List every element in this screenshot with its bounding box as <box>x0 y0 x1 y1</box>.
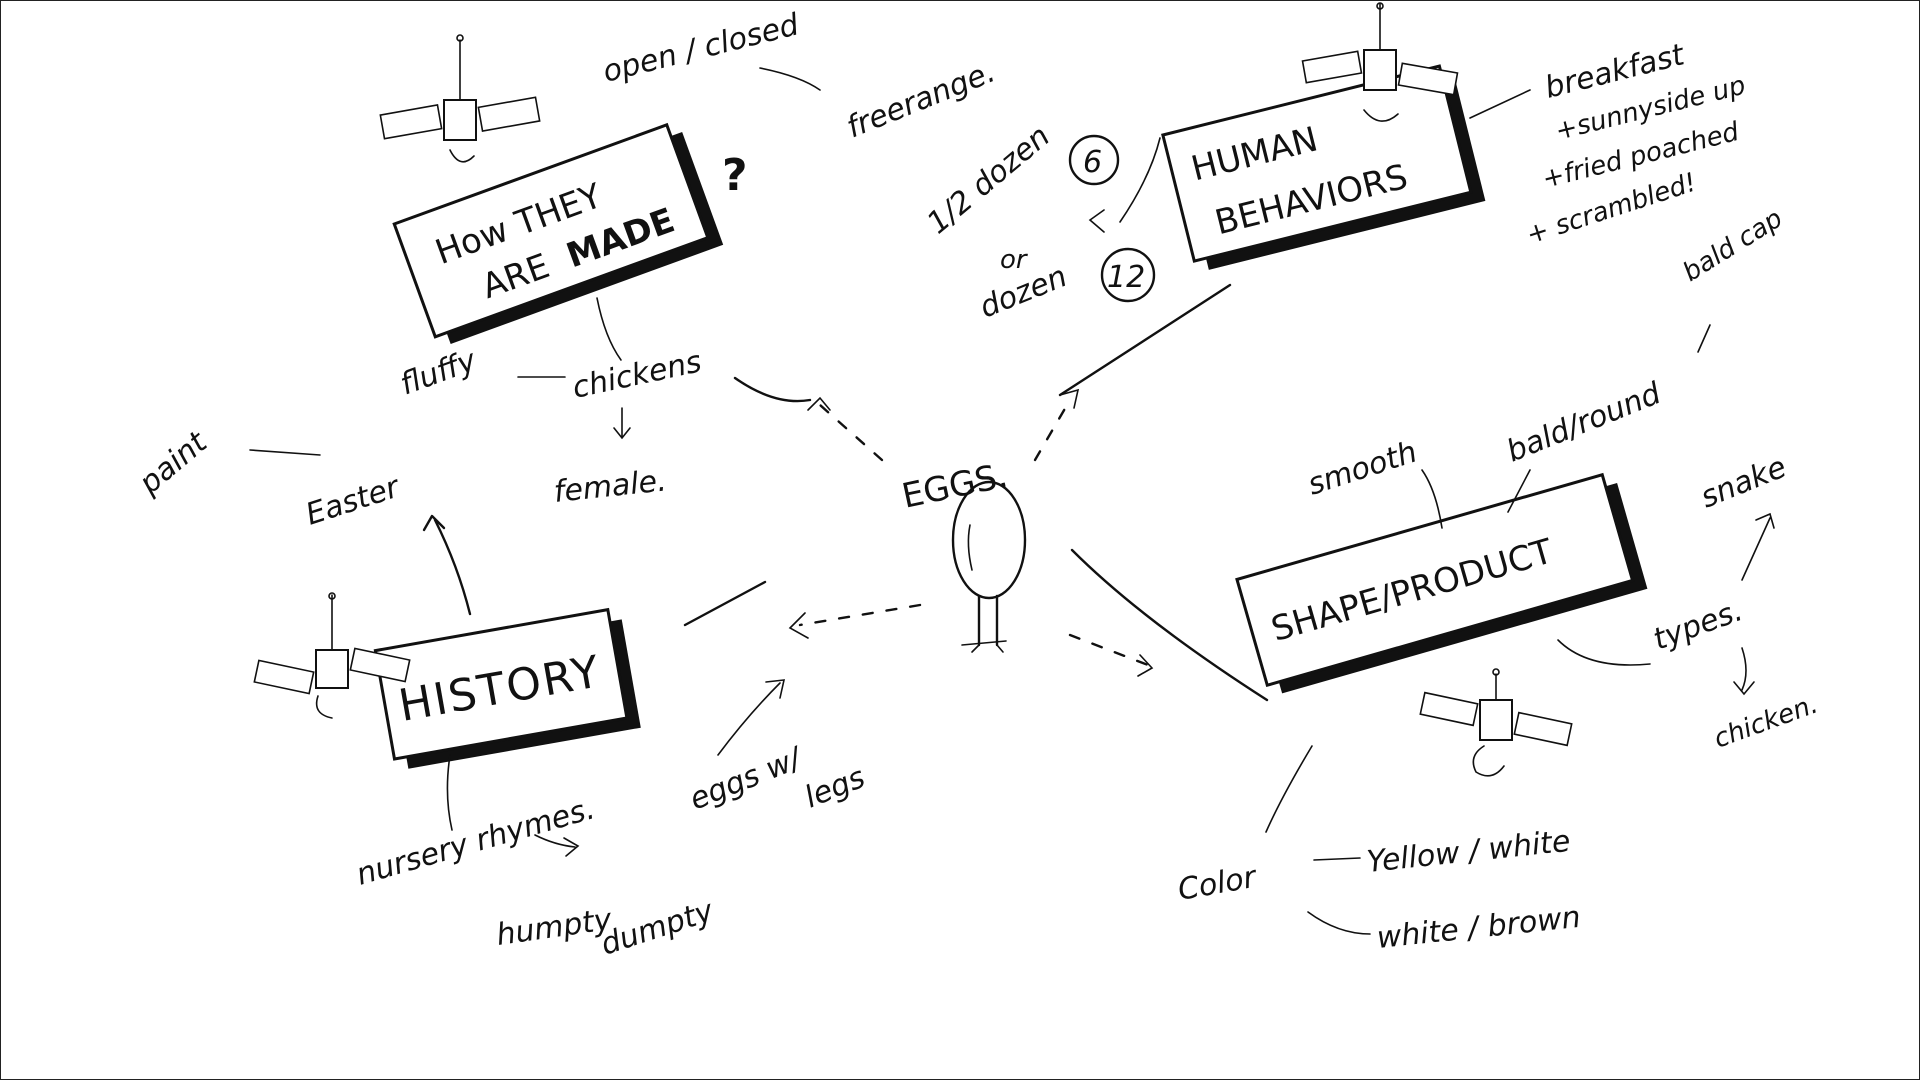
node-shape-product: SHAPE/PRODUCT <box>1235 472 1648 694</box>
line-open-closed <box>759 67 821 91</box>
line-nursery <box>446 754 453 831</box>
note-fluffy: fluffy <box>396 343 482 403</box>
line-chickens <box>596 297 622 361</box>
dashed-arrow-how-made <box>807 396 884 462</box>
connector-human <box>1058 283 1232 397</box>
connector-shape <box>1070 548 1269 702</box>
satellite-icon <box>379 34 541 163</box>
connector-how-made <box>733 376 812 403</box>
arrow-female <box>613 407 631 440</box>
question-mark: ? <box>722 150 750 201</box>
note-types: types. <box>1649 593 1748 657</box>
note-eggs-w: eggs w/ <box>685 740 809 817</box>
note-twelve: 12 <box>1107 260 1145 295</box>
note-nursery: nursery rhymes. <box>353 791 599 892</box>
note-white-brown: white / brown <box>1375 900 1582 956</box>
note-bald-cap: bald cap <box>1678 204 1788 288</box>
node-human-behaviors: HUMAN BEHAVIORS <box>1161 64 1486 270</box>
center-label: EGGS. <box>899 456 1012 517</box>
dashed-arrow-shape <box>1068 633 1154 677</box>
dashed-arrow-history <box>788 603 922 639</box>
note-chickens: chickens <box>569 344 704 405</box>
arrow-easter <box>422 514 472 616</box>
line-bald-cap <box>1697 324 1711 353</box>
note-six: 6 <box>1083 145 1102 180</box>
note-half-dozen: 1/2 dozen <box>921 119 1057 241</box>
arrow-eggs-w-legs <box>717 679 786 756</box>
arrow-chicken <box>1733 647 1755 696</box>
egg-figure <box>951 480 1027 653</box>
line-bald-round <box>1507 469 1531 513</box>
circle-six <box>1068 134 1120 186</box>
line-types <box>1557 639 1651 666</box>
note-dumpty: dumpty <box>597 893 719 962</box>
satellite-icon <box>253 592 411 719</box>
note-color: Color <box>1175 860 1260 908</box>
note-snake: snake <box>1696 450 1792 516</box>
note-female: female. <box>552 463 668 510</box>
note-yellow-white: Yellow / white <box>1365 824 1572 880</box>
note-smooth: smooth <box>1304 435 1422 503</box>
note-bald-round: bald/round <box>1502 376 1667 470</box>
connector-history <box>683 580 767 627</box>
line-yellow-white <box>1313 857 1361 861</box>
arrow-snake <box>1741 512 1775 581</box>
note-open-closed: open / closed <box>599 7 803 90</box>
note-free-range: freerange. <box>842 54 1000 145</box>
note-easter: Easter <box>302 469 405 532</box>
node-how-made: How THEY ARE MADE <box>392 122 724 344</box>
line-breakfast <box>1469 89 1531 119</box>
note-legs: legs <box>800 760 870 815</box>
note-paint: paint <box>132 424 215 501</box>
circle-twelve <box>1100 247 1156 303</box>
note-or: or <box>1000 245 1029 275</box>
dashed-arrow-human <box>1033 388 1080 462</box>
node-history: HISTORY <box>373 607 641 769</box>
note-humpty: humpty <box>494 902 615 953</box>
note-chicken: chicken. <box>1710 689 1822 754</box>
arrow-dozen <box>1088 137 1161 233</box>
arrow-humpty <box>534 834 580 857</box>
line-paint <box>249 449 321 456</box>
line-color <box>1265 745 1313 833</box>
line-white-brown <box>1307 911 1371 935</box>
satellite-icon <box>1301 2 1459 122</box>
satellite-icon <box>1419 668 1573 777</box>
line-smooth <box>1421 469 1443 529</box>
